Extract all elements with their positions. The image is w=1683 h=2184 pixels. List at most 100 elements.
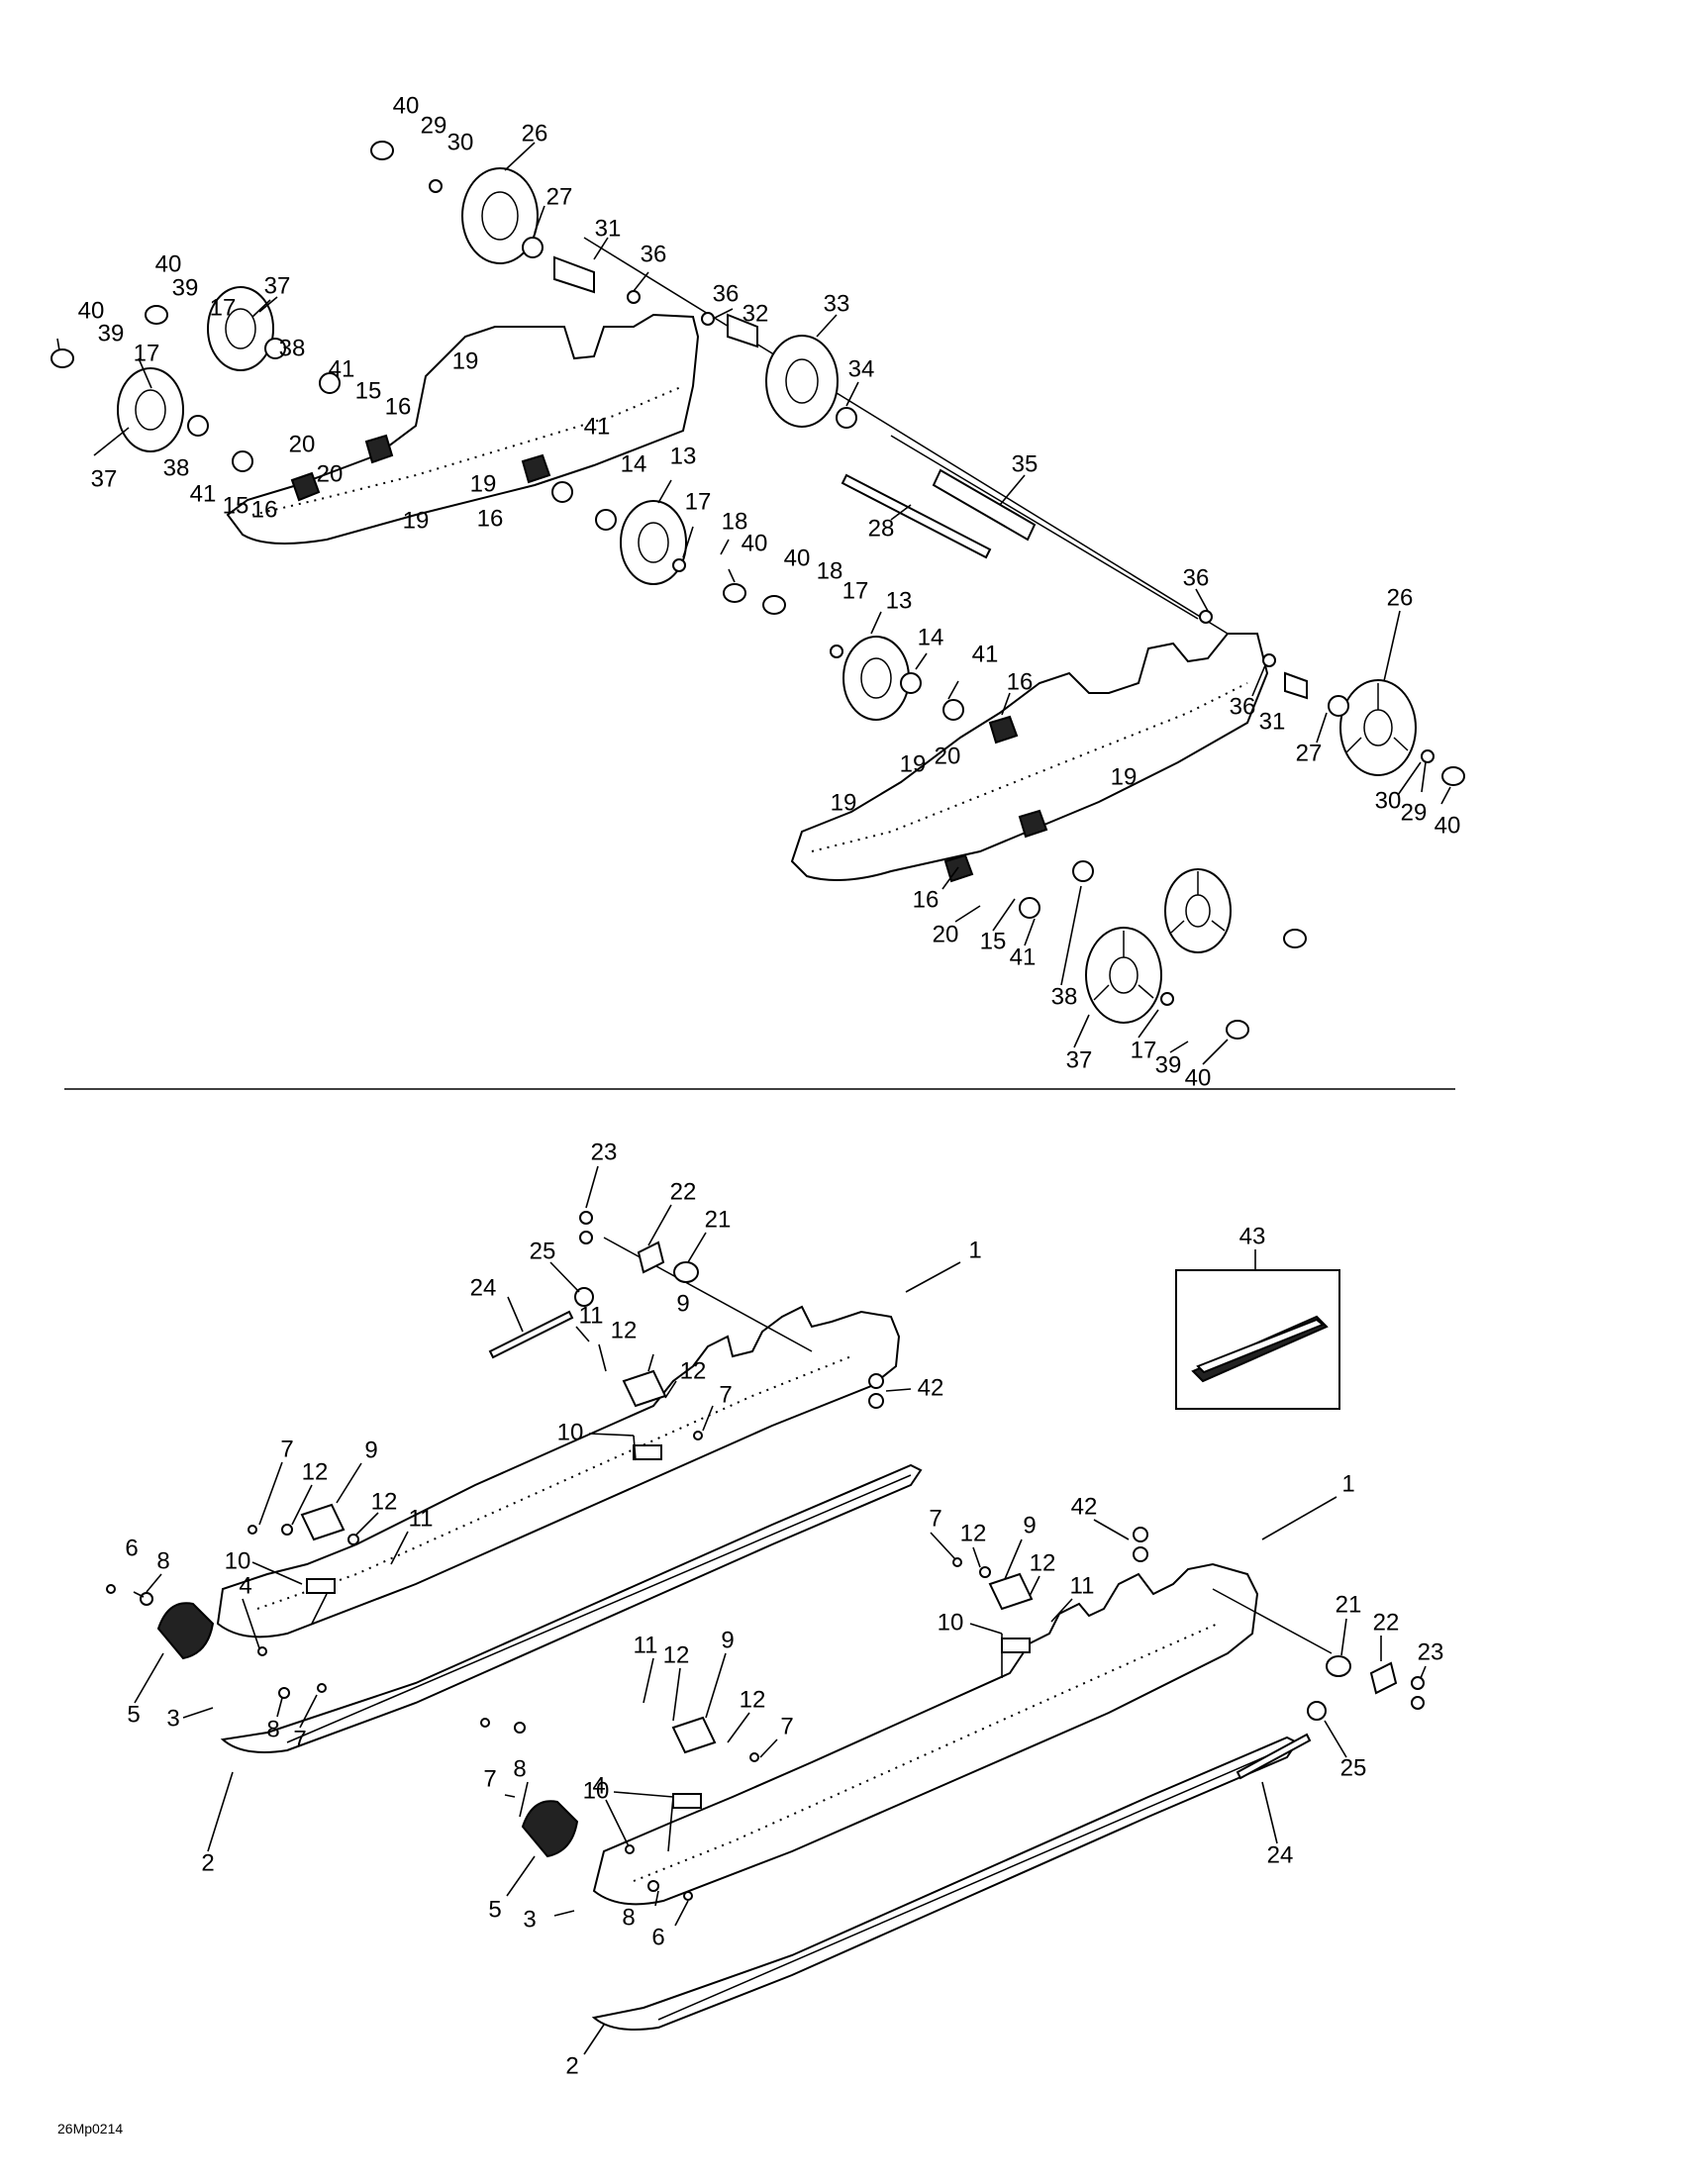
- callout: 17: [134, 340, 160, 366]
- bumper-5-left: [156, 1602, 215, 1660]
- callout: 7: [293, 1726, 306, 1752]
- runner-2-left-groove: [286, 1474, 912, 1743]
- callout: 1: [968, 1237, 981, 1263]
- callout: 15: [980, 928, 1007, 954]
- callout: 9: [721, 1627, 734, 1653]
- callout: 9: [676, 1290, 689, 1317]
- runner-2-left: [220, 1463, 923, 1753]
- callout: 12: [740, 1686, 766, 1713]
- rod-28: [841, 473, 992, 559]
- wheel-37-right-upper: [1164, 868, 1232, 953]
- callout: 16: [913, 886, 940, 913]
- callout: 32: [742, 300, 769, 327]
- callout: 41: [584, 413, 611, 440]
- upper-exploded-view: 40 29 30 26 27 31 36 40 39 17 37 40 39 1…: [50, 92, 1465, 1091]
- rail-1-left-holes: [256, 1355, 852, 1610]
- callout: 23: [591, 1139, 618, 1165]
- callout: 19: [900, 750, 927, 777]
- upper-leader-lines: [56, 142, 1451, 1065]
- wheel-37-left-front: [117, 367, 184, 452]
- callout: 15: [223, 492, 249, 519]
- callout: 13: [670, 443, 697, 469]
- callout: 3: [523, 1906, 536, 1933]
- spacer-31-top: [553, 255, 595, 294]
- callout: 6: [651, 1924, 664, 1950]
- axle-shaft-upper: [583, 237, 1229, 635]
- upper-right-frame-holes: [811, 682, 1248, 852]
- callout: 16: [385, 393, 412, 420]
- upper-callouts: 40 29 30 26 27 31 36 40 39 17 37 40 39 1…: [78, 92, 1461, 1091]
- callout: 7: [483, 1765, 496, 1792]
- callout: 6: [125, 1535, 138, 1561]
- callout: 22: [670, 1178, 697, 1205]
- callout: 8: [266, 1716, 279, 1742]
- callout: 42: [918, 1374, 944, 1401]
- callout: 29: [421, 112, 447, 139]
- lower-callouts: 23 22 21 25 24 11 12 9 12 7 10 1 42 7 12…: [125, 1139, 1443, 2079]
- callout: 2: [201, 1849, 214, 1876]
- callout: 40: [1185, 1064, 1212, 1091]
- callout: 40: [155, 250, 182, 277]
- callout: 39: [98, 320, 125, 347]
- wheel-13-center: [620, 500, 687, 585]
- callout: 24: [470, 1274, 497, 1301]
- callout: 8: [513, 1755, 526, 1782]
- callout: 17: [685, 488, 712, 515]
- callout: 19: [831, 789, 857, 816]
- callout: 30: [447, 129, 474, 155]
- callout: 38: [1051, 983, 1078, 1010]
- callout: 39: [1155, 1051, 1182, 1078]
- callout: 10: [557, 1419, 584, 1445]
- callout: 40: [784, 545, 811, 571]
- callout: 20: [933, 921, 959, 947]
- callout: 2: [565, 2052, 578, 2079]
- callout: 23: [1418, 1638, 1444, 1665]
- callout: 22: [1373, 1609, 1400, 1636]
- callout: 17: [1131, 1037, 1157, 1063]
- drawing-code: 26Mp0214: [57, 2121, 123, 2136]
- callout: 37: [1066, 1046, 1093, 1073]
- callout: 7: [719, 1381, 732, 1408]
- callout: 40: [393, 92, 420, 119]
- spacer-31-right: [1284, 671, 1308, 700]
- callout: 41: [190, 480, 217, 507]
- axle-shaft-lower: [890, 435, 1199, 620]
- callout: 13: [886, 587, 913, 614]
- callout: 36: [641, 241, 667, 267]
- callout: 36: [1230, 693, 1256, 720]
- callout: 7: [929, 1505, 941, 1532]
- callout: 37: [264, 272, 291, 299]
- callout: 11: [409, 1505, 434, 1532]
- callout: 3: [166, 1705, 179, 1732]
- callout: 8: [622, 1904, 635, 1931]
- callout: 21: [705, 1206, 732, 1233]
- lower-leader-lines: [133, 1165, 1427, 2055]
- callout: 20: [317, 460, 344, 487]
- callout: 43: [1239, 1223, 1266, 1249]
- callout: 9: [364, 1437, 377, 1463]
- wheel-13-right: [842, 636, 910, 721]
- bumper-5-right: [521, 1800, 579, 1858]
- callout: 26: [522, 120, 548, 147]
- callout: 39: [172, 274, 199, 301]
- callout: 17: [842, 577, 869, 604]
- blocks-9: [300, 1369, 1034, 1754]
- callout: 15: [355, 377, 382, 404]
- lower-exploded-view: 23 22 21 25 24 11 12 9 12 7 10 1 42 7 12…: [106, 1139, 1443, 2079]
- pads-10: [306, 1444, 1031, 1809]
- callout: 36: [1183, 564, 1210, 591]
- callout: 41: [972, 641, 999, 667]
- wheel-26-right: [1339, 679, 1417, 776]
- small-parts-upper: [50, 141, 1465, 1040]
- runner-2-right: [591, 1736, 1299, 2031]
- callout: 17: [210, 294, 237, 321]
- callout: 21: [1336, 1591, 1362, 1618]
- wheel-33: [765, 335, 839, 428]
- brackets-21-22: [637, 1241, 1398, 1695]
- callout: 42: [1071, 1493, 1098, 1520]
- callout: 1: [1341, 1470, 1354, 1497]
- callout: 14: [621, 450, 647, 477]
- callout: 40: [1435, 812, 1461, 839]
- callout: 27: [1296, 740, 1323, 766]
